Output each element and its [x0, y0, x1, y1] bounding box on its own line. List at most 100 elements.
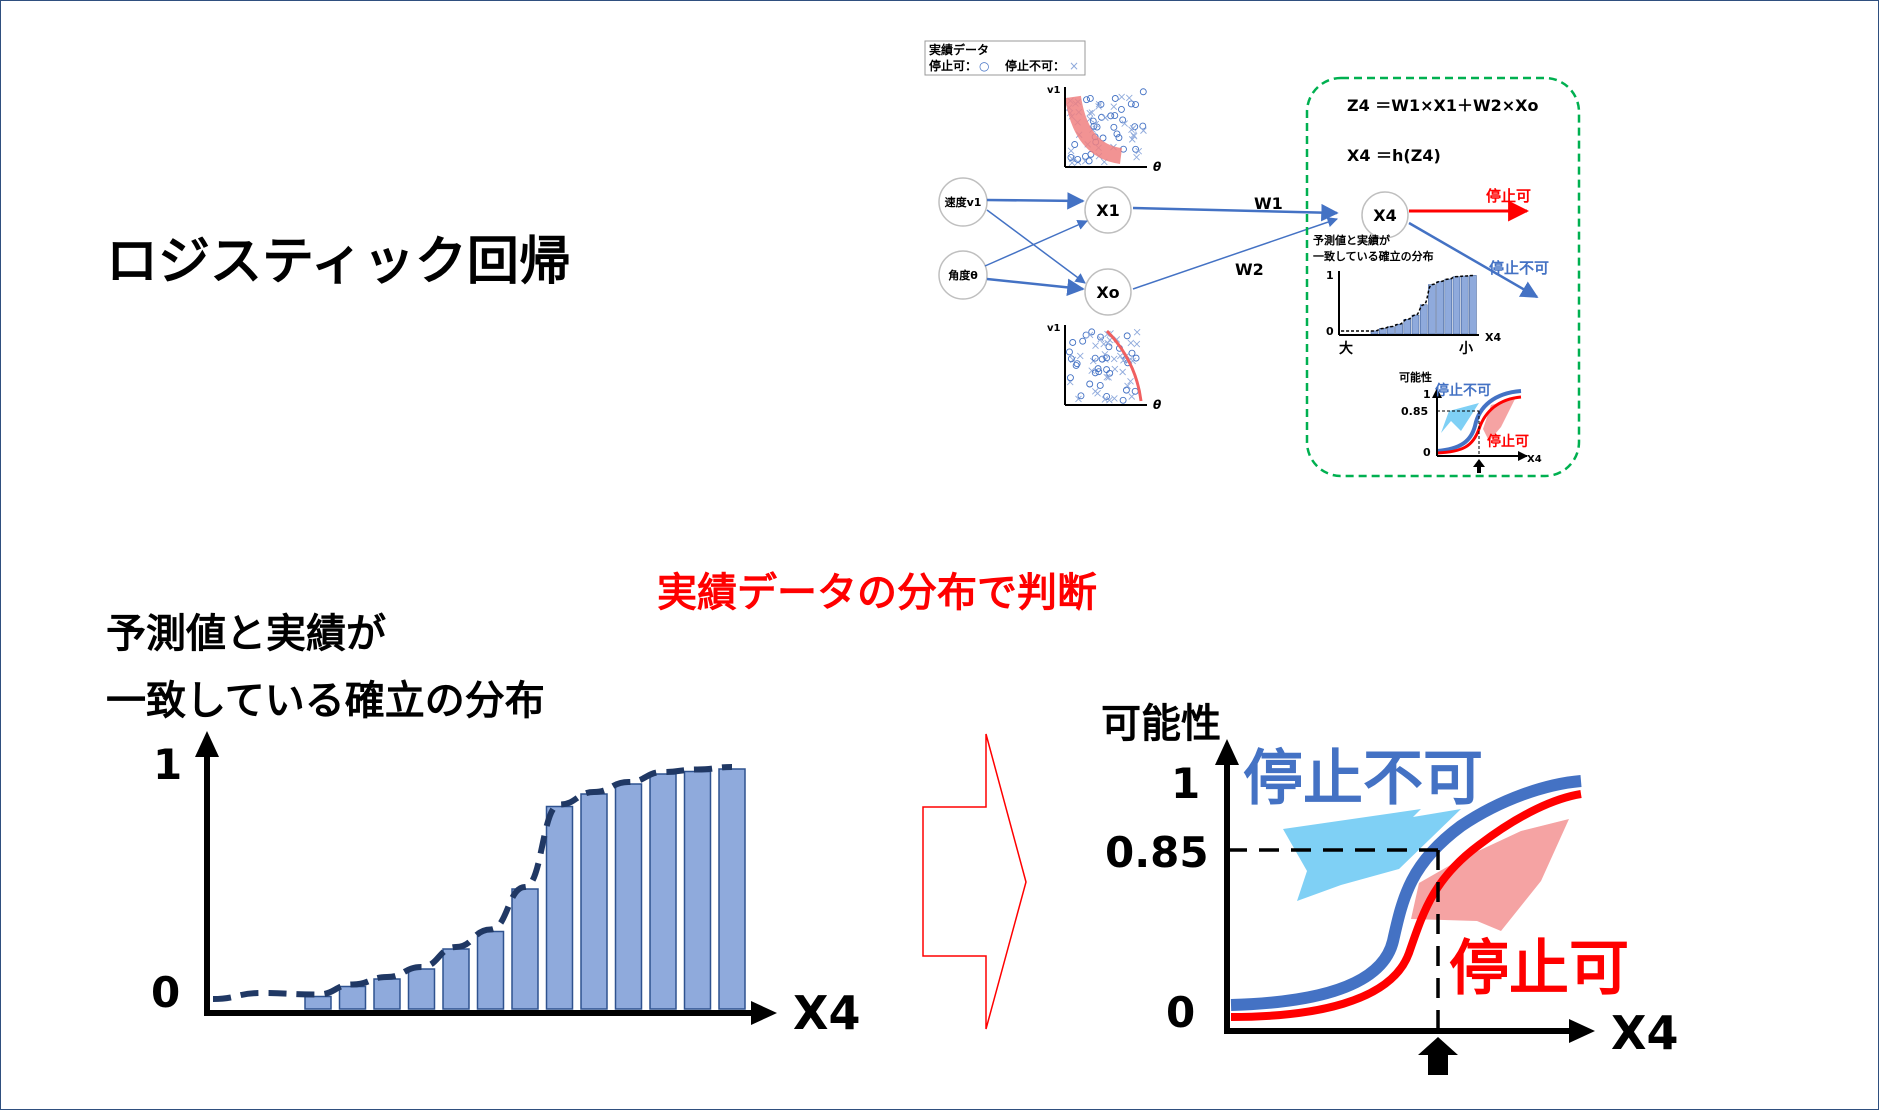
scatter-top-marker — [1067, 153, 1075, 161]
dist-x-arrowhead — [751, 1001, 777, 1025]
scatter-top-marker — [1115, 134, 1123, 142]
dist-trend-curve — [212, 764, 733, 1002]
scatter-top-marker — [1107, 112, 1115, 120]
legend-ng-label: 停止不可： — [1005, 58, 1065, 73]
scatter-bottom-marker — [1097, 335, 1105, 343]
weight-w2-label: W2 — [1235, 260, 1264, 279]
mini-dist-bar-5 — [1403, 319, 1412, 335]
scatter-top-marker — [1132, 145, 1140, 153]
prob-ylabel: 可能性 — [1101, 701, 1221, 747]
dist-title-line2: 一致している確立の分布 — [106, 678, 545, 724]
scatter-bottom-marker — [1103, 373, 1111, 381]
scatter-top-marker — [1089, 117, 1097, 125]
legend-title: 実績データ — [929, 42, 989, 57]
mini-dist-small: 小 — [1459, 341, 1473, 357]
scatter-bottom-marker — [1091, 354, 1099, 362]
scatter-top-marker — [1110, 103, 1118, 111]
node-x1-label: X1 — [1096, 201, 1119, 220]
edge-speed-x1 — [986, 192, 1085, 210]
dist-bar-12 — [683, 770, 712, 1010]
axis-label-theta-bottom: θ — [1153, 398, 1161, 412]
mini-dist-bar-10 — [1444, 278, 1453, 335]
scatter-bottom-marker — [1111, 395, 1118, 402]
mini-dist-bar-4 — [1395, 323, 1403, 335]
axis-label-theta-top: θ — [1153, 160, 1161, 174]
dist-bar-2 — [338, 985, 367, 1010]
mini-dist-title-2: 一致している確立の分布 — [1313, 249, 1434, 263]
scatter-bottom-marker — [1100, 340, 1108, 348]
threshold-marker-icon — [1418, 1037, 1458, 1075]
scatter-top-marker — [1119, 116, 1127, 124]
scatter-bottom-marker — [1111, 365, 1119, 373]
dist-bar-3 — [373, 978, 401, 1010]
transition-arrow-icon — [922, 733, 1027, 1030]
axis-label-v1-top: v1 — [1047, 85, 1061, 96]
input-node-speed-label: 速度v1 — [945, 195, 982, 209]
scatter-top-marker — [1135, 147, 1143, 155]
mini-prob-y085: 0.85 — [1401, 405, 1428, 418]
scatter-bottom-marker — [1104, 339, 1111, 347]
prob-y-bottom-label: 0 — [1166, 988, 1195, 1037]
scatter-bottom-marker — [1091, 387, 1099, 395]
output-arrow-ng — [1408, 221, 1539, 299]
mini-distribution-chart: 予測値と実績が 一致している確立の分布 1 0 X4 大 小 — [1313, 233, 1501, 357]
axis-label-v1-bottom: v1 — [1047, 323, 1061, 334]
scatter-top-marker — [1085, 157, 1093, 165]
scatter-bottom-marker — [1082, 331, 1090, 339]
scatter-bottom-marker — [1092, 342, 1099, 349]
scatter-bottom-marker — [1119, 396, 1127, 404]
scatter-bottom-marker — [1128, 349, 1136, 357]
mini-dist-bar-11 — [1452, 276, 1461, 335]
scatter-top-marker — [1097, 100, 1105, 108]
scatter-top-marker — [1133, 153, 1140, 161]
center-caption: 実績データの分布で判断 — [657, 570, 1097, 616]
dist-bar-8 — [545, 805, 574, 1010]
scatter-top-marker — [1083, 96, 1090, 104]
scatter-top-marker — [1086, 115, 1094, 123]
mini-dist-bar-9 — [1436, 281, 1444, 335]
scatter-bottom-marker — [1131, 387, 1139, 395]
mini-prob-threshold-marker — [1473, 459, 1485, 473]
scatter-bottom-marker — [1133, 340, 1141, 348]
legend-ok-label: 停止可： — [929, 58, 977, 73]
scatter-bottom-marker — [1132, 354, 1140, 362]
edge-angle-x1 — [984, 220, 1088, 267]
scatter-top-marker — [1071, 141, 1079, 148]
scatter-bottom-marker — [1124, 382, 1131, 390]
dist-y-top-label: 1 — [153, 740, 182, 789]
scatter-top-marker — [1127, 100, 1135, 108]
network-diagram: 実績データ 停止可： ○ 停止不可： × v1 θ v1 θ 速度v1 角度θ — [924, 40, 1581, 478]
scatter-top-marker — [1128, 136, 1136, 143]
scatter-bottom-marker — [1076, 352, 1084, 360]
input-node-angle — [938, 250, 988, 300]
equation-x4: X4 ＝h(Z4) — [1347, 146, 1441, 165]
equation-z4: Z4 ＝W1×X1＋W2×Xo — [1347, 96, 1538, 115]
prob-label-ng: 停止不可 — [1243, 744, 1483, 814]
mini-dist-bar-3 — [1387, 326, 1395, 335]
node-x4-label: X4 — [1373, 206, 1396, 225]
output-label-ng: 停止不可 — [1489, 259, 1549, 277]
distribution-chart: 予測値と実績が 一致している確立の分布 1 0 X4 — [106, 611, 860, 1040]
dist-x-label: X4 — [793, 986, 860, 1040]
mini-probability-chart: 可能性 1 0.85 0 停止不可 停止可 X4 — [1399, 370, 1542, 473]
mini-dist-bar-8 — [1428, 284, 1436, 335]
ok-region-arrow — [1411, 819, 1569, 931]
dist-bar-13 — [718, 768, 746, 1010]
mini-dist-xlabel: X4 — [1485, 331, 1501, 344]
mini-dist-title-1: 予測値と実績が — [1313, 233, 1390, 247]
mini-prob-y1: 1 — [1423, 388, 1431, 401]
scatter-top-marker — [1121, 120, 1128, 127]
scatter-bottom-marker — [1075, 395, 1082, 403]
mini-dist-bar-6 — [1411, 314, 1420, 335]
dist-y-bottom-label: 0 — [151, 968, 180, 1017]
scatter-bottom-marker — [1105, 374, 1112, 381]
scatter-bottom-marker — [1098, 355, 1106, 363]
ng-probability-curve — [1230, 775, 1582, 1011]
scatter-top-marker — [1086, 95, 1094, 102]
node-x1 — [1084, 186, 1132, 234]
legend-ng-mark: × — [1069, 59, 1079, 73]
scatter-bottom-marker — [1103, 366, 1111, 374]
scatter-bottom-marker — [1091, 369, 1099, 377]
scatter-top-marker — [1095, 100, 1103, 108]
